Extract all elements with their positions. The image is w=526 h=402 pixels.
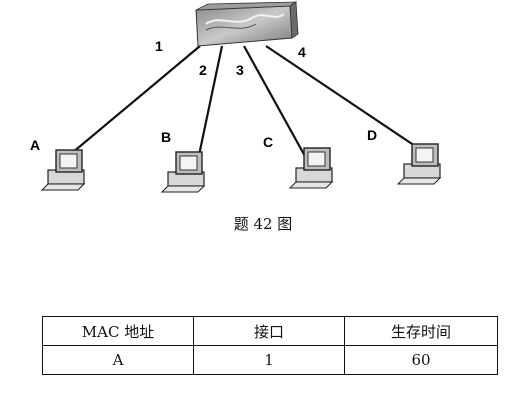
cable-port-1 xyxy=(65,45,201,159)
header-mac-address: MAC 地址 xyxy=(42,316,194,346)
cell-ttl: 60 xyxy=(344,345,498,375)
port-label-3: 3 xyxy=(236,62,244,78)
host-label-c: C xyxy=(263,134,274,150)
table-row: A 1 60 xyxy=(42,345,498,375)
port-label-2: 2 xyxy=(199,62,207,78)
computer-icon-d xyxy=(396,143,442,185)
cable-port-4 xyxy=(265,45,431,157)
computer-icon-c xyxy=(288,147,334,189)
table-header-row: MAC 地址 接口 生存时间 xyxy=(42,316,498,346)
computer-icon-a xyxy=(40,149,86,191)
port-label-4: 4 xyxy=(298,44,306,60)
host-label-a: A xyxy=(30,137,41,153)
computer-icon-b xyxy=(160,151,206,193)
host-label-d: D xyxy=(367,127,378,143)
cell-mac-address: A xyxy=(42,345,194,375)
header-ttl: 生存时间 xyxy=(344,316,498,346)
host-label-b: B xyxy=(161,129,172,145)
cell-interface: 1 xyxy=(193,345,345,375)
switch-icon xyxy=(195,1,299,47)
figure-caption: 题 42 图 xyxy=(233,215,293,233)
cable-port-2 xyxy=(196,45,224,161)
port-label-1: 1 xyxy=(155,38,163,54)
header-interface: 接口 xyxy=(193,316,345,346)
network-topology-diagram xyxy=(40,1,442,193)
cable-port-3 xyxy=(243,45,307,159)
mac-address-table: MAC 地址 接口 生存时间 A 1 60 xyxy=(42,316,498,375)
